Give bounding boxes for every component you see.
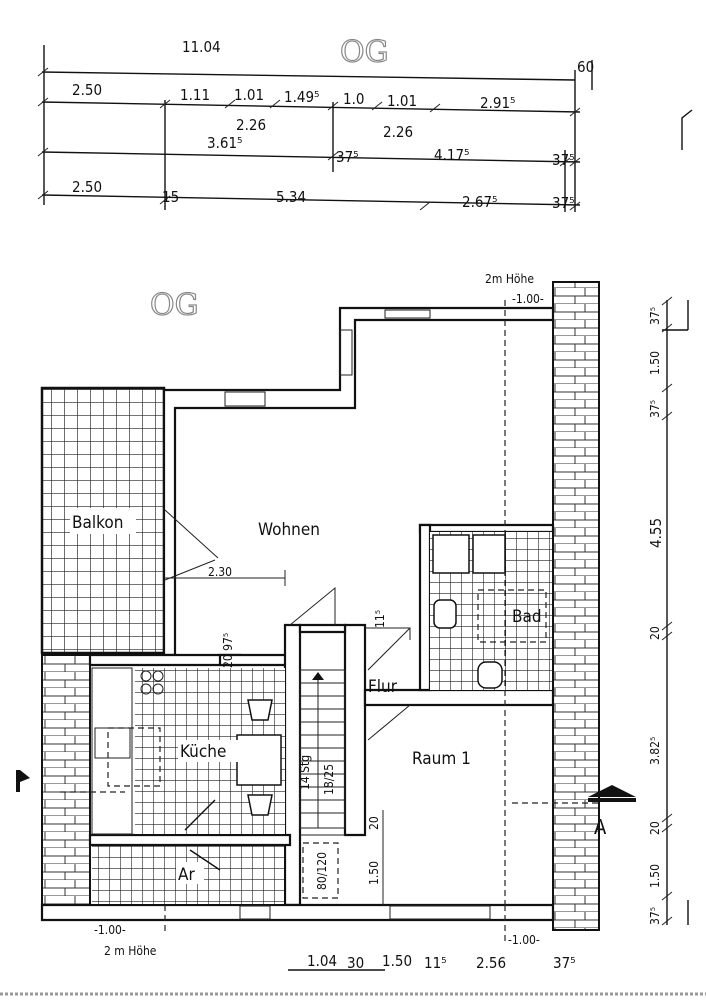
chair-icon: [247, 794, 273, 816]
room-label-kueche: Küche: [180, 742, 226, 762]
dim-overhang: 60: [577, 58, 594, 76]
bathtub-outline: [477, 589, 547, 643]
staircase: 14 Stg 18/25: [298, 669, 346, 829]
dim-row4-4: 2.67⁵: [462, 193, 497, 211]
dining-table: [236, 734, 282, 786]
room-label-flur: Flur: [368, 677, 398, 697]
room-label-balkon: Balkon: [72, 513, 123, 533]
dim-row3-2: 37⁵: [336, 148, 359, 166]
sink-icon: [433, 599, 457, 629]
flur-dim: 11⁵: [373, 610, 387, 628]
dim-row3-4: 37⁵: [552, 151, 575, 169]
room-label-raum1: Raum 1: [412, 749, 471, 769]
wohnen-width: 2.30: [208, 565, 232, 579]
stove-icon: [140, 670, 164, 695]
dim-row2-sub-2: 2.26: [383, 123, 413, 141]
sink-icon: [94, 727, 131, 759]
storage-door-swing: [184, 799, 221, 871]
dim-right-7: 20: [648, 821, 662, 835]
dim-row4-1: 2.50: [72, 178, 102, 196]
flur-door-swing: [367, 627, 411, 741]
dim-row2-7: 2.91⁵: [480, 94, 515, 112]
exterior-wall-right: [552, 281, 600, 931]
dim-row2-2: 1.11: [180, 86, 210, 104]
handwritten-og-plan: OG: [150, 288, 199, 323]
kitchen-cabinet-outline: [107, 727, 161, 787]
height-bottom-left-label: 2 m Höhe: [104, 944, 157, 958]
balcony-door-swing: [164, 509, 219, 581]
wohnen-width-line: [165, 570, 286, 586]
top-dimension-lines: 11.04 60 2.50 1.11 1.01 1.49⁵ 1.0 1.01 2…: [37, 34, 693, 212]
window-size: 80/120: [315, 852, 329, 890]
dim-right-9: 37⁵: [648, 907, 662, 925]
section-arrow-icon: [20, 770, 30, 782]
dim-row3-3: 4.17⁵: [434, 146, 469, 164]
dim-bottom-2: 30: [347, 954, 364, 972]
stair-direction-arrow-icon: [312, 672, 324, 680]
dim-right-8: 1.50: [648, 864, 662, 888]
dim-bottom-1: 1.04: [307, 952, 337, 970]
section-marker-right: A: [512, 785, 636, 839]
room-label-bad: Bad: [512, 607, 542, 627]
dim-right-5: 20: [648, 626, 662, 640]
room-label-wohnen: Wohnen: [258, 520, 320, 540]
section-arrow-icon: [588, 785, 636, 797]
dim-row2-4: 1.49⁵: [284, 88, 319, 106]
height-top-label: 2m Höhe: [485, 272, 534, 286]
handwritten-og-title: OG: [340, 35, 389, 70]
height-line: [164, 300, 506, 945]
section-marker-left: [16, 770, 125, 793]
stairs-count: 14 Stg: [298, 755, 312, 790]
wohnen-door-swing: [289, 586, 336, 626]
north-arrow-icon: [681, 109, 693, 150]
raum-dim-20: 20: [367, 816, 381, 830]
toilet-icon: [477, 661, 503, 689]
stairs-ratio: 18/25: [322, 764, 336, 795]
dim-right-2: 1.50: [648, 351, 662, 375]
dim-row4-2: 15: [162, 188, 179, 206]
height-top-dim: -1.00-: [512, 292, 544, 306]
dim-row4-3: 5.34: [276, 188, 306, 206]
dim-bottom-4: 11⁵: [424, 954, 447, 972]
cabinet-icon: [472, 534, 506, 574]
height-bottom-right-dim: -1.00-: [508, 933, 540, 947]
dim-right-3: 37⁵: [648, 400, 662, 418]
kitchen-opening-dim: 20 97⁵: [221, 633, 235, 668]
dim-right-4: 4.55: [647, 518, 665, 548]
section-label: A: [594, 815, 607, 839]
dim-row2-3: 1.01: [234, 86, 264, 104]
height-bottom-left-dim: -1.00-: [94, 923, 126, 937]
walls: [40, 306, 555, 922]
dim-bottom-5: 2.56: [476, 954, 506, 972]
dim-row2-5: 1.0: [343, 90, 364, 108]
dim-row2-6: 1.01: [387, 92, 417, 110]
dim-row4-5: 37⁵: [552, 194, 575, 212]
dim-row2-1: 2.50: [72, 81, 102, 99]
dim-row2-sub-1: 2.26: [236, 116, 266, 134]
kitchen-counter: [91, 667, 133, 835]
bottom-dimension-lines: 1.04 30 1.50 11⁵ 2.56 37⁵: [288, 952, 576, 972]
right-dimension-lines: 37⁵ 1.50 37⁵ 4.55 20 3.82⁵ 20 1.50 37⁵: [647, 296, 689, 926]
room-label-ar: Ar: [178, 865, 195, 885]
chair-icon: [247, 699, 273, 721]
exterior-wall-left: [41, 654, 91, 916]
window-outline: [302, 842, 339, 899]
dim-row3-1: 3.61⁵: [207, 134, 242, 152]
dim-overall: 11.04: [182, 38, 221, 56]
dim-bottom-3: 1.50: [382, 952, 412, 970]
dim-right-1: 37⁵: [648, 307, 662, 325]
dim-bottom-6: 37⁵: [553, 954, 576, 972]
washing-machine-icon: [432, 534, 470, 574]
dim-right-6: 3.82⁵: [648, 737, 662, 765]
raum-dim-150: 1.50: [367, 861, 381, 885]
